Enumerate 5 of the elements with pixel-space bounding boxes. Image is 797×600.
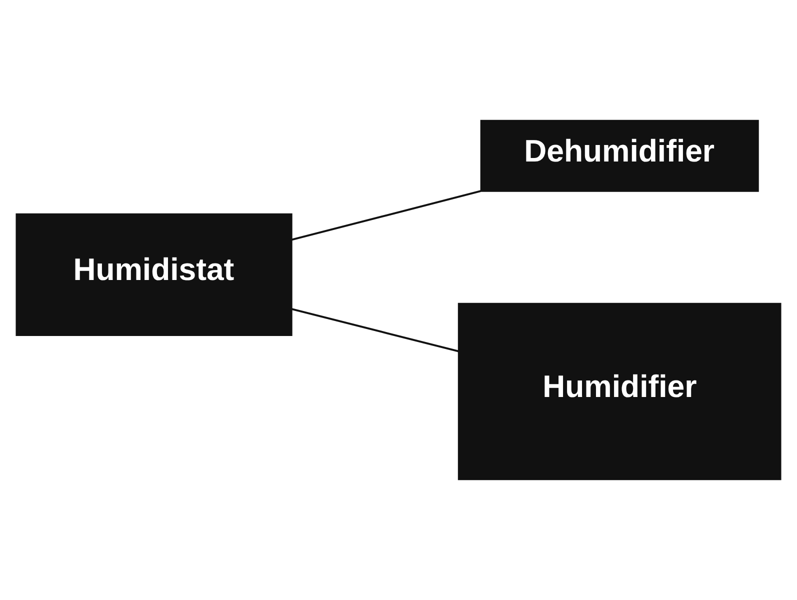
connector (291, 308, 459, 352)
node-box: Humidifier (458, 302, 782, 480)
node-box: Dehumidifier (480, 120, 759, 192)
node-box: Humidistat (16, 213, 292, 336)
connector (291, 190, 481, 241)
